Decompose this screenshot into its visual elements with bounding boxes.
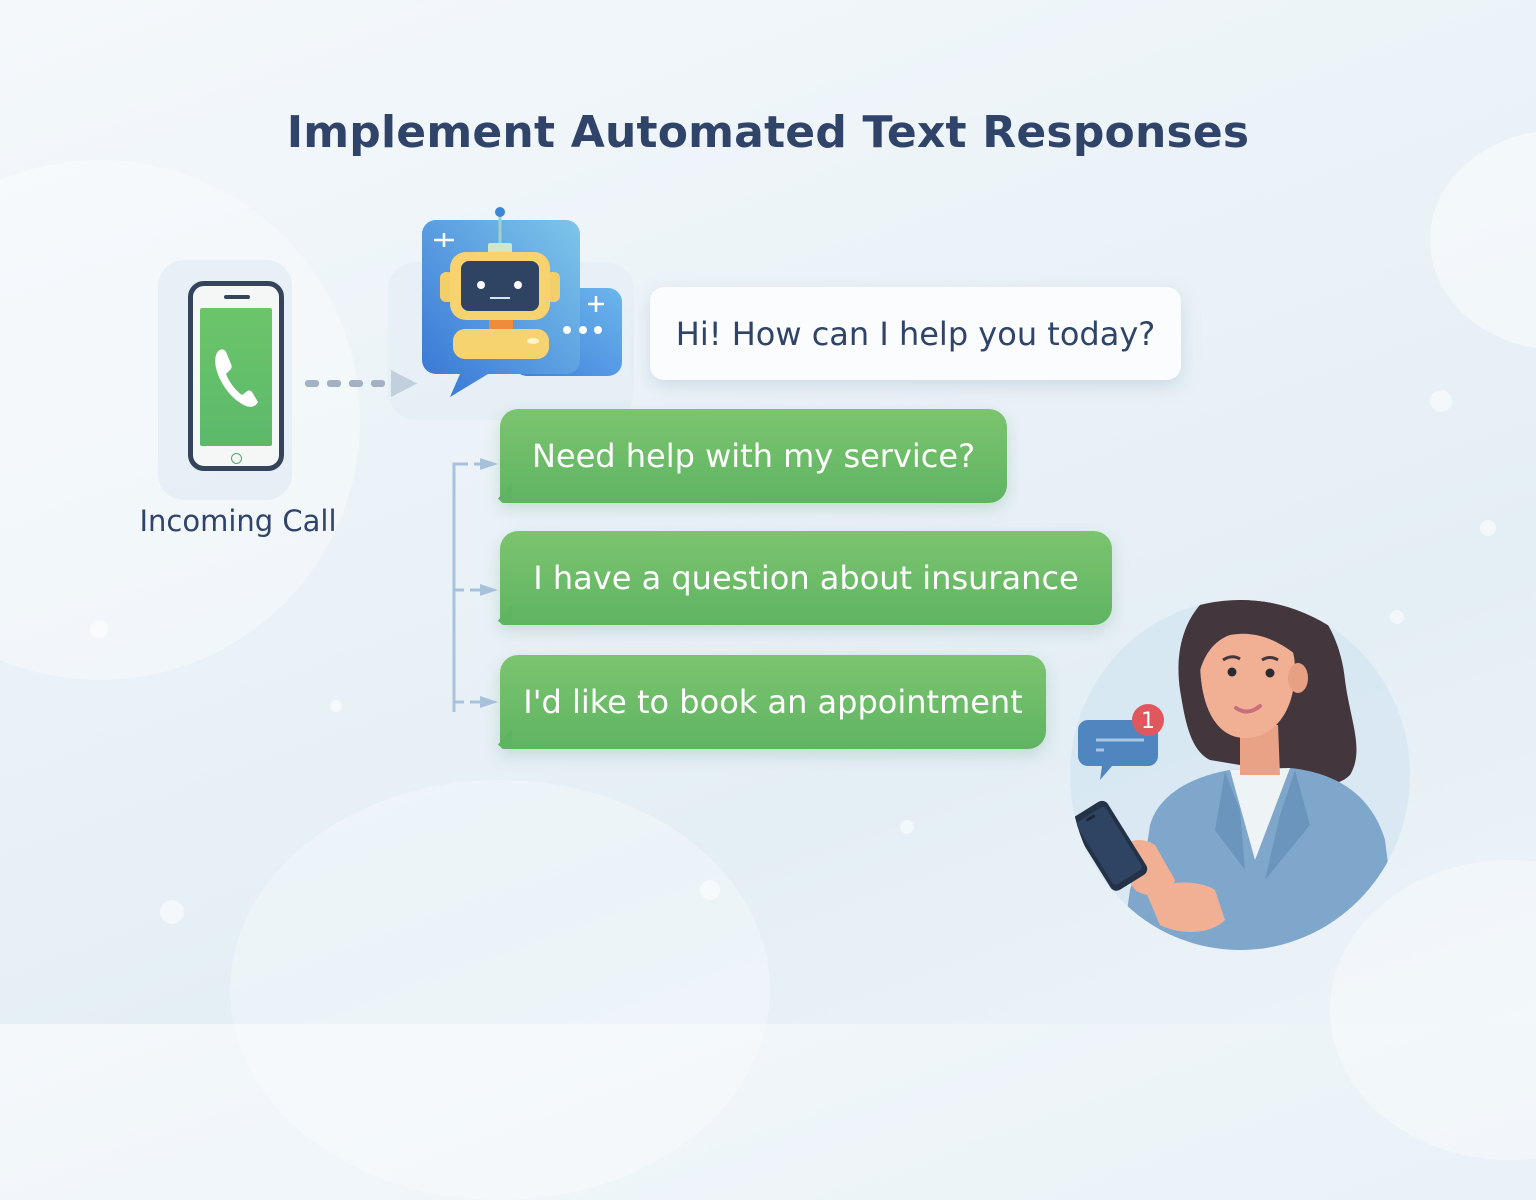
incoming-call-label: Incoming Call — [139, 504, 337, 538]
bokeh-dot — [700, 880, 720, 900]
phone-home-button — [231, 453, 242, 464]
phone-screen — [200, 308, 272, 446]
response-option-service[interactable]: Need help with my service? — [500, 409, 1007, 503]
branch-connector-icon — [452, 458, 498, 712]
incoming-call-phone — [188, 281, 284, 471]
bokeh-dot — [1430, 390, 1452, 412]
phone-speaker — [224, 295, 250, 299]
response-text: I'd like to book an appointment — [523, 683, 1023, 721]
bokeh-dot — [330, 700, 342, 712]
background-blob — [230, 780, 770, 1200]
bokeh-dot — [900, 820, 914, 834]
bokeh-dot — [1480, 520, 1496, 536]
message-notification-icon — [1078, 704, 1164, 780]
response-option-appointment[interactable]: I'd like to book an appointment — [500, 655, 1046, 749]
page-title: Implement Automated Text Responses — [286, 107, 1250, 159]
response-option-insurance[interactable]: I have a question about insurance — [500, 531, 1112, 625]
bokeh-dot — [160, 900, 184, 924]
bot-greeting-bubble: Hi! How can I help you today? — [650, 287, 1181, 380]
notification-badge-count: 1 — [1141, 709, 1155, 734]
bot-greeting-text: Hi! How can I help you today? — [675, 314, 1156, 353]
response-text: I have a question about insurance — [533, 559, 1079, 597]
response-text: Need help with my service? — [531, 437, 976, 475]
woman-using-phone-illustration: 1 — [1070, 600, 1410, 950]
bokeh-dot — [90, 620, 108, 638]
chatbot-icon — [422, 207, 622, 397]
phone-call-icon — [215, 349, 258, 407]
background-blob — [1430, 130, 1536, 350]
